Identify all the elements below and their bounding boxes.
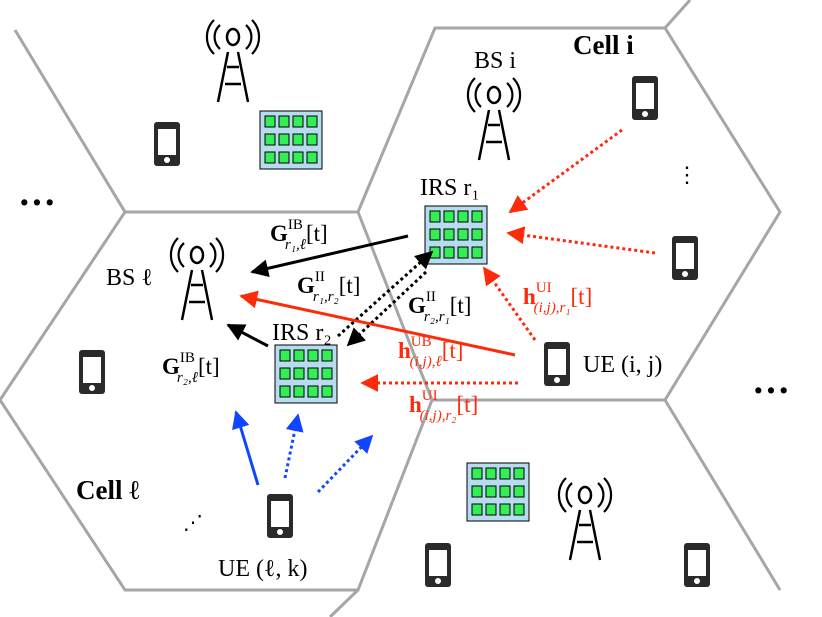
channel-h-ub-ij-l: hUB(i,j),ℓ[t] <box>398 334 463 370</box>
phone-cell-l-left-icon <box>79 350 105 394</box>
cell-bottom-boundary <box>328 588 360 617</box>
phone-bottom-left-icon <box>425 543 451 587</box>
phone-ue-ij-icon <box>544 342 570 386</box>
cell-boundaries <box>0 0 782 617</box>
phone-cell-i-right-icon <box>672 236 698 280</box>
cell-l-boundary-main <box>0 210 434 592</box>
link-phone-right-to-irs-r1 <box>506 226 656 255</box>
cell-l-label: Cell ℓ <box>76 475 139 505</box>
ellipsis-right: ··· <box>752 370 790 412</box>
phone-cell-i-top-icon <box>632 76 658 120</box>
irs-r2-label: IRS r₂ <box>272 320 332 346</box>
red-links <box>239 128 656 392</box>
irs-r2-icon <box>274 344 338 404</box>
black-links <box>226 234 434 348</box>
link-ue-ij-to-bs-l <box>239 290 516 357</box>
base-station-bottom-icon <box>557 476 613 562</box>
link-irs-r1-to-bs-l <box>250 234 409 278</box>
link-ue-lk-to-bs-l <box>232 410 260 486</box>
irs-top-icon <box>259 110 323 170</box>
link-ue-ij-to-irs-r1 <box>482 266 537 341</box>
link-ue-lk-to-irs-r2 <box>283 413 304 479</box>
base-station-top-icon <box>205 18 261 104</box>
cell-i-boundary <box>356 26 782 402</box>
channel-h-ui-ij-r2: hUI(i,j),r₂[t] <box>409 388 478 424</box>
cell-i-label: Cell i <box>573 30 634 60</box>
phone-top-left-icon <box>154 122 180 166</box>
link-irs-r2-to-bs-l <box>226 323 269 348</box>
phone-ue-lk-icon <box>267 494 293 538</box>
cell-top-right-boundary <box>663 0 692 29</box>
link-phone-top-to-irs-r1 <box>508 128 623 214</box>
ellipsis-vertical: ⋮ <box>676 162 698 187</box>
base-station-i-icon <box>466 76 522 162</box>
irs-r1-icon <box>424 205 488 265</box>
ellipsis-marks: ··· ··· ⋮ ⋰ <box>18 162 790 534</box>
entity-labels: BS i Cell i IRS r₁ BS ℓ IRS r₂ Cell ℓ UE… <box>76 30 662 582</box>
blue-links <box>232 410 374 494</box>
ellipsis-small: ⋰ <box>183 512 203 534</box>
ue-lk-label: UE (ℓ, k) <box>218 556 307 582</box>
irs-r1-label: IRS r₁ <box>420 175 480 201</box>
link-ue-lk-to-cell-i <box>316 434 374 494</box>
cell-right-boundary <box>663 399 782 591</box>
phone-bottom-right-icon <box>684 543 710 587</box>
ellipsis-left: ··· <box>18 182 56 224</box>
bs-i-label: BS i <box>474 48 516 74</box>
irs-bottom-icon <box>466 462 530 522</box>
channel-h-ui-ij-r1: hUI(i,j),r₁[t] <box>523 280 592 316</box>
ue-ij-label: UE (i, j) <box>583 352 662 378</box>
bs-l-label: BS ℓ <box>106 265 153 291</box>
base-station-l-icon <box>169 236 225 322</box>
